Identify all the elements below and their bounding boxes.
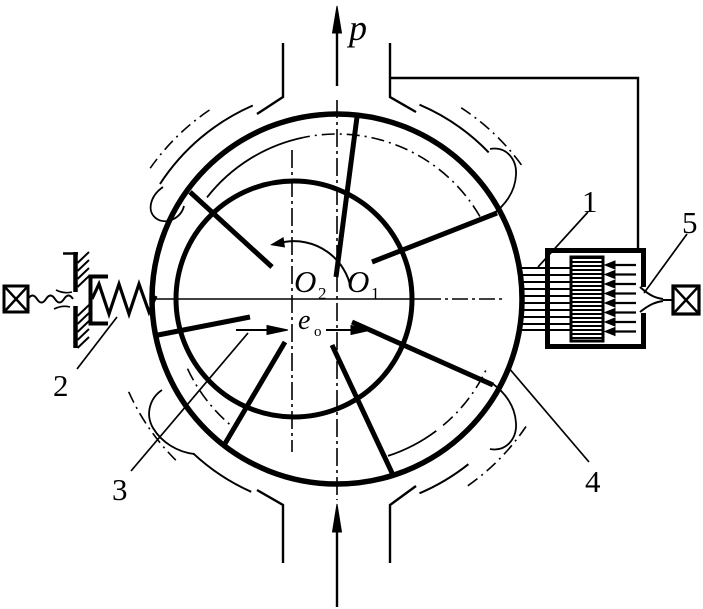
stator-center-label: O [347, 264, 369, 299]
outlet-port-left-wall [256, 43, 285, 116]
dashdot-arc-bottom-right [467, 426, 527, 487]
pressure-arrow-shafts [614, 263, 636, 333]
outlet-port-right-wall [388, 43, 417, 114]
ear-lobe-top-left [149, 186, 185, 223]
vane-lower-right [350, 319, 495, 388]
stator-ring [149, 111, 525, 487]
pressure-feedback-pipe [390, 76, 640, 250]
rotation-arrow-head [270, 237, 285, 248]
right-anchor-box [671, 284, 701, 316]
port-channels [256, 43, 640, 563]
chamber-dashdot-bottom-left [186, 368, 232, 427]
rotation-arrow-arc [283, 240, 352, 290]
ear-lobe-top-right [489, 147, 517, 215]
part-label-2: 2 [53, 368, 69, 403]
rotation-arrow [270, 237, 352, 290]
text-labels: p O 2 O 1 e o 1 2 3 4 5 [53, 8, 698, 507]
casing-arc-top-right [419, 103, 490, 154]
part-label-3: 3 [112, 472, 128, 507]
ear-lobe-bottom-right [489, 383, 517, 451]
pressure-arrowhead-8 [603, 326, 616, 337]
pump-casing-arcs [159, 103, 490, 495]
pressure-arrowhead-1 [603, 260, 616, 270]
left-wire-squiggle [27, 294, 74, 304]
spring-coil [90, 278, 158, 320]
piston-assembly [519, 248, 701, 349]
left-anchor-cross-icon [3, 285, 29, 313]
vane-lower-left [220, 340, 288, 449]
leader-part2 [76, 316, 118, 370]
ecc-arrow-left-head [266, 324, 289, 336]
wall-hatching [76, 251, 90, 349]
pressure-arrowhead-7 [603, 317, 616, 327]
chamber-dashdot-bottom-right [442, 365, 489, 427]
flow-arrows [331, 5, 343, 607]
pressure-arrows [603, 260, 636, 337]
inlet-port-left-wall [256, 488, 285, 563]
part-label-5: 5 [682, 205, 698, 240]
leader-part3 [130, 332, 249, 472]
pressure-arrowhead-5 [603, 298, 616, 308]
casing-arc-bottom-right [419, 463, 470, 495]
vane-left [157, 314, 251, 338]
part-label-4: 4 [585, 464, 601, 499]
casing-ear-lobes [148, 147, 517, 455]
spring-assembly [2, 251, 158, 349]
ear-lobe-bottom-left [148, 389, 195, 455]
dashdot-arc-top-left [149, 109, 210, 169]
eccentricity-label: e [298, 305, 310, 336]
rotor [173, 178, 415, 420]
pressure-arrowhead-2 [603, 269, 616, 280]
stator-center-subscript: 1 [371, 284, 380, 303]
rotor-center-subscript: 2 [318, 284, 327, 303]
rotor-center-label: O [294, 264, 316, 299]
vane-right [371, 210, 498, 265]
stator-inner-arcs [186, 133, 489, 457]
inlet-port-right-wall [388, 485, 417, 563]
vane-upper-left [188, 190, 274, 269]
leader-lines [76, 211, 688, 472]
chamber-arc-bottom [387, 430, 437, 457]
pressure-arrowhead-6 [603, 307, 616, 318]
vanes [157, 116, 498, 477]
wall-break-marks [53, 289, 73, 310]
pressure-arrowhead-4 [603, 288, 616, 299]
pressure-label: p [346, 8, 367, 48]
part-label-1: 1 [582, 184, 598, 219]
vane-bottom [329, 343, 396, 477]
right-wire-squiggle [639, 286, 673, 313]
casing-arc-bottom-left [192, 452, 252, 493]
dashdot-arc-bottom-left [127, 391, 177, 461]
center-lines [155, 100, 503, 500]
spring-seat-bracket [88, 274, 108, 326]
leader-part1 [537, 211, 589, 268]
piston [569, 255, 605, 343]
eccentricity-dimension [236, 324, 372, 336]
eccentricity-subscript: o [314, 324, 322, 340]
suction-arrow-head [331, 503, 343, 533]
leader-part5 [643, 233, 688, 294]
cylinder-body [545, 248, 646, 349]
casing-arc-top-left [159, 104, 254, 185]
vane-top [333, 116, 360, 278]
ecc-arrow-right-head [350, 324, 372, 336]
chamber-dashdot-top-right [302, 133, 481, 217]
casing-centerline-arcs [127, 107, 527, 487]
pressure-arrow-head [331, 5, 343, 34]
dashdot-arc-top-right [460, 107, 523, 166]
leader-part4 [507, 366, 590, 463]
chamber-arc-top [206, 136, 303, 198]
right-anchor-cross-icon [672, 285, 700, 315]
pressure-arrowhead-3 [603, 279, 616, 289]
